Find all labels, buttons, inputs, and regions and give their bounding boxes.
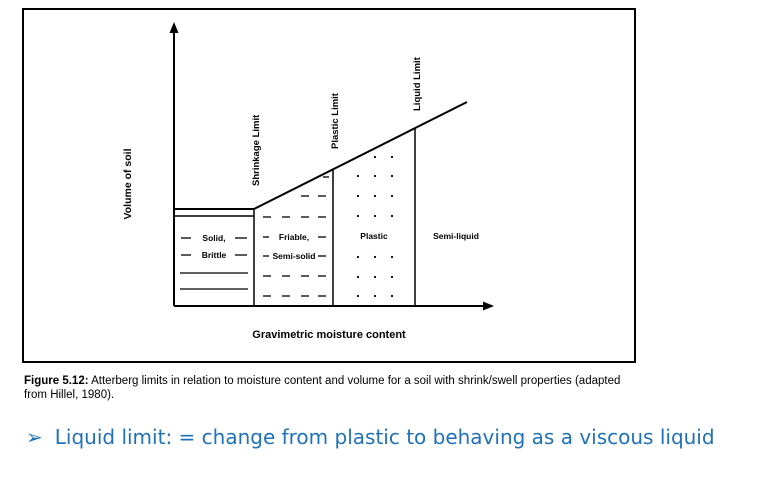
y-axis-label: Volume of soil	[122, 148, 134, 219]
plastic-limit-label: Plastic Limit	[330, 92, 341, 149]
arrow-bullet-icon: ➢	[26, 425, 43, 449]
zone-semisolid-label-2: Semi-solid	[273, 251, 316, 261]
zone-semisolid-label-1: Friable,	[279, 232, 309, 242]
zone-solid-label-2: Brittle	[202, 250, 227, 260]
bullet-text: Liquid limit: = change from plastic to b…	[54, 425, 715, 449]
figure-caption: Figure 5.12: Atterberg limits in relatio…	[24, 374, 624, 402]
caption-text: Atterberg limits in relation to moisture…	[24, 375, 621, 401]
liquid-limit-bullet: ➢ Liquid limit: = change from plastic to …	[26, 425, 715, 449]
y-axis-arrowhead	[169, 22, 179, 33]
plastic-zone-dots	[356, 155, 394, 298]
zone-semiliquid-label: Semi-liquid	[433, 231, 479, 241]
atterberg-diagram: Volume of soil Gravimetric moisture cont…	[122, 22, 494, 341]
zone-plastic-label: Plastic	[360, 231, 388, 241]
zone-solid-label-1: Solid,	[202, 233, 225, 243]
semi-solid-zone-dashes	[263, 176, 329, 297]
x-axis-label: Gravimetric moisture content	[252, 329, 406, 341]
x-axis-arrowhead	[483, 301, 494, 311]
caption-label: Figure 5.12:	[24, 375, 89, 387]
shrinkage-limit-label: Shrinkage Limit	[251, 114, 262, 186]
volume-curve	[174, 101, 468, 210]
solid-zone-hatch	[180, 237, 248, 290]
figure-frame	[22, 8, 636, 363]
liquid-limit-label: Liquid Limit	[412, 56, 423, 111]
